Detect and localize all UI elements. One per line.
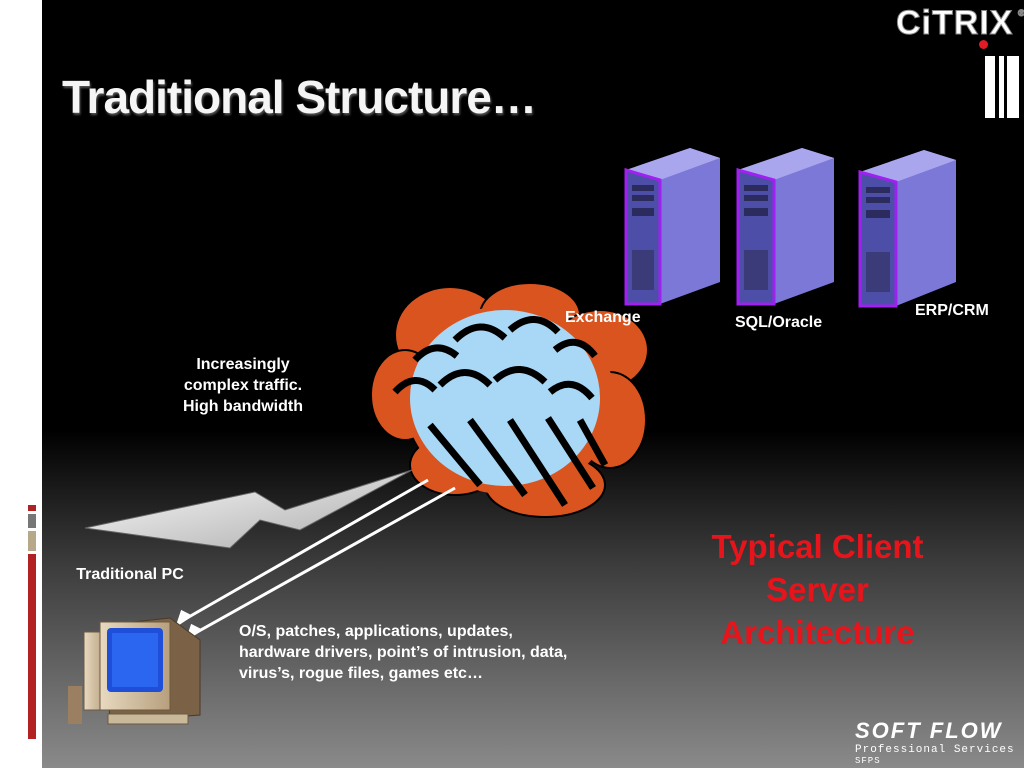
server-icon — [736, 148, 834, 306]
pc-label: Traditional PC — [76, 566, 184, 583]
server-label-erp-crm: ERP/CRM — [915, 302, 989, 319]
server-icon — [858, 150, 956, 308]
softflow-logo: SOFT FLOW Professional Services SFPS — [855, 718, 1020, 766]
slide-title: Traditional Structure… — [62, 71, 537, 123]
cloud-icon — [370, 282, 649, 518]
pc-description: O/S, patches, applications, updates, har… — [239, 623, 568, 682]
registered-mark: ® — [1018, 8, 1024, 19]
server-label-exchange: Exchange — [565, 309, 641, 326]
computer-icon — [68, 617, 201, 725]
server-icon — [624, 148, 720, 306]
footer-abbreviation: SFPS — [855, 756, 881, 766]
server-label-sql-oracle: SQL/Oracle — [735, 314, 823, 331]
footer-subtitle: Professional Services — [855, 744, 1015, 756]
footer-brand: SOFT FLOW — [855, 718, 1003, 743]
citrix-logo: CiTRIX ® — [895, 4, 1024, 49]
lightning-icon — [84, 469, 413, 549]
arrow-icon — [175, 478, 456, 642]
traffic-description: Increasingly complex traffic. High bandw… — [183, 356, 303, 415]
side-decor-bars — [28, 505, 38, 742]
logo-dot — [979, 40, 988, 49]
highlight-caption: Typical Client Server Architecture — [711, 528, 924, 651]
